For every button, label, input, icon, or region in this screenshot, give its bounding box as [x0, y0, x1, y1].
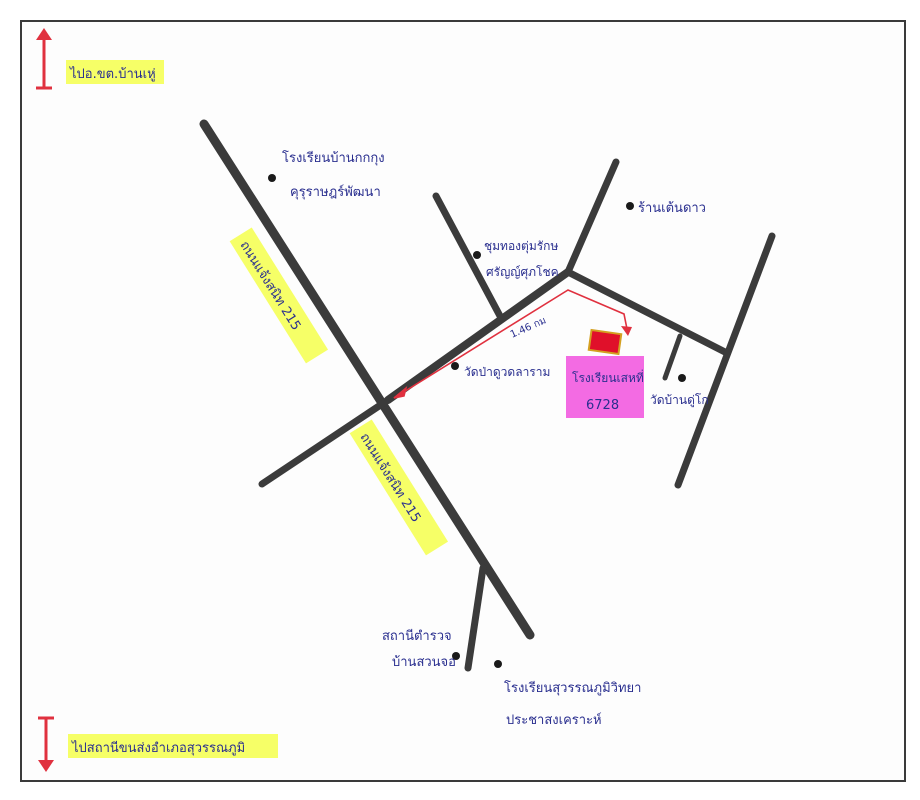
svg-text:ประชาสงเคราะห์: ประชาสงเคราะห์ [506, 712, 602, 728]
landmark-school-top: โรงเรียนบ้านกกกุง คุรุราษฎร์พัฒนา [268, 150, 385, 200]
dot-marker-icon [678, 374, 686, 382]
double-arrow-vertical-icon [36, 28, 52, 90]
landmark-store: ชุมทองตุ่มรักษ ศรัญญ์ศุภโชค [473, 239, 559, 280]
svg-text:บ้านสวนจอ: บ้านสวนจอ [392, 655, 456, 670]
landmark-station: สถานีตำรวจ บ้านสวนจอ [382, 628, 460, 670]
cross-road [384, 268, 572, 404]
svg-text:คุรุราษฎร์พัฒนา: คุรุราษฎร์พัฒนา [290, 184, 381, 200]
top-direction: ไปอ.ขต.บ้านเหู่ [36, 28, 164, 90]
svg-text:วัดป่าดูวดลาราม: วัดป่าดูวดลาราม [464, 365, 550, 380]
distance-label: 1.46 กม [509, 315, 548, 341]
svg-text:ศรัญญ์ศุภโชค: ศรัญญ์ศุภโชค [486, 265, 559, 280]
svg-text:โรงเรียนบ้านกกกุง: โรงเรียนบ้านกกกุง [282, 150, 385, 166]
right-road [674, 232, 776, 489]
double-arrow-vertical-icon [38, 716, 54, 772]
svg-text:วัดบ้านดู่โก: วัดบ้านดู่โก [650, 393, 709, 408]
dot-marker-icon [473, 251, 481, 259]
school-label-line1: โรงเรียนเสหที่ [572, 369, 644, 385]
main-highway-road [199, 119, 535, 640]
side-road-east [564, 268, 729, 356]
bottom-direction: ไปสถานีขนส่งอำเภอสุวรรณภูมิ [38, 716, 278, 772]
side-road-north-west [432, 192, 504, 320]
svg-text:ถนนแจ้งสนิท 215: ถนนแจ้งสนิท 215 [236, 239, 303, 334]
side-road-north [564, 158, 620, 276]
dot-marker-icon [626, 202, 634, 210]
svg-text:ชุมทองตุ่มรักษ: ชุมทองตุ่มรักษ [484, 239, 558, 254]
school-label-line2: 6728 [586, 398, 619, 413]
landmark-shop: ร้านเต้นดาว [626, 201, 706, 216]
landmark-temple-1: วัดป่าดูวดลาราม [451, 362, 550, 380]
svg-text:โรงเรียนสุวรรณภูมิวิทยา: โรงเรียนสุวรรณภูมิวิทยา [504, 680, 641, 696]
svg-text:สถานีตำรวจ: สถานีตำรวจ [382, 628, 452, 644]
cross-road-west [258, 396, 392, 488]
side-road-stub [662, 333, 683, 381]
svg-text:ไปสถานีขนส่งอำเภอสุวรรณภูมิ: ไปสถานีขนส่งอำเภอสุวรรณภูมิ [71, 740, 245, 756]
route-line [393, 289, 632, 399]
destination-marker-icon [587, 328, 623, 356]
dot-marker-icon [494, 660, 502, 668]
dot-marker-icon [268, 174, 276, 182]
svg-text:ร้านเต้นดาว: ร้านเต้นดาว [638, 201, 706, 216]
map-frame [20, 20, 906, 782]
landmark-school-bottom: โรงเรียนสุวรรณภูมิวิทยา ประชาสงเคราะห์ [494, 660, 641, 728]
side-road-south [464, 564, 487, 672]
landmark-temple-2: วัดบ้านดู่โก [650, 374, 709, 408]
svg-text:ไปอ.ขต.บ้านเหู่: ไปอ.ขต.บ้านเหู่ [69, 66, 156, 82]
dot-marker-icon [452, 652, 460, 660]
school-block [566, 356, 644, 418]
dot-marker-icon [451, 362, 459, 370]
